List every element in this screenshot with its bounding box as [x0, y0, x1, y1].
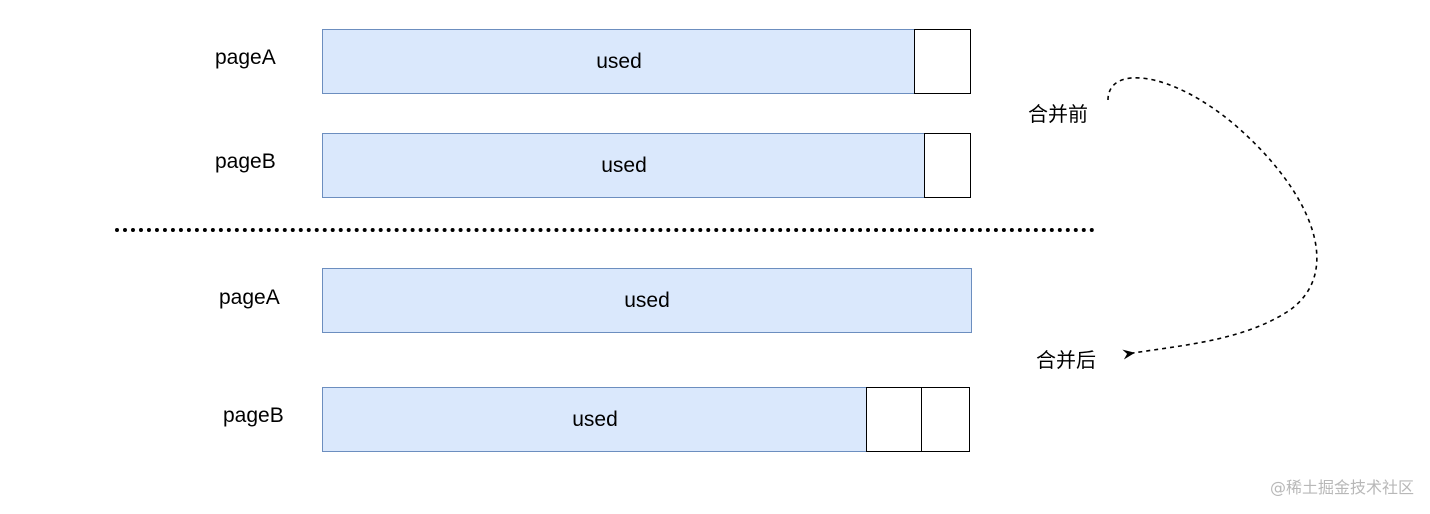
dotted-divider — [115, 228, 1095, 232]
watermark: @稀土掘金技术社区 — [1269, 478, 1414, 497]
after-pageB-used-block: used — [322, 387, 868, 452]
before-pageA-free-block — [914, 29, 971, 94]
after-pageA-used-block: used — [322, 268, 972, 333]
after-pageB-label: pageB — [223, 404, 284, 427]
before-pageB-free-block — [924, 133, 971, 198]
after-pageA-label: pageA — [219, 286, 280, 309]
before-pageA-label: pageA — [215, 46, 276, 69]
after-merge-caption: 合并后 — [1036, 348, 1096, 372]
before-pageB-label: pageB — [215, 150, 276, 173]
after-pageB-free-block-1 — [866, 387, 923, 452]
after-pageB-free-block-2 — [921, 387, 970, 452]
merge-arrow-path — [1107, 77, 1318, 360]
before-pageB-used-block: used — [322, 133, 926, 198]
before-merge-caption: 合并前 — [1028, 102, 1088, 126]
